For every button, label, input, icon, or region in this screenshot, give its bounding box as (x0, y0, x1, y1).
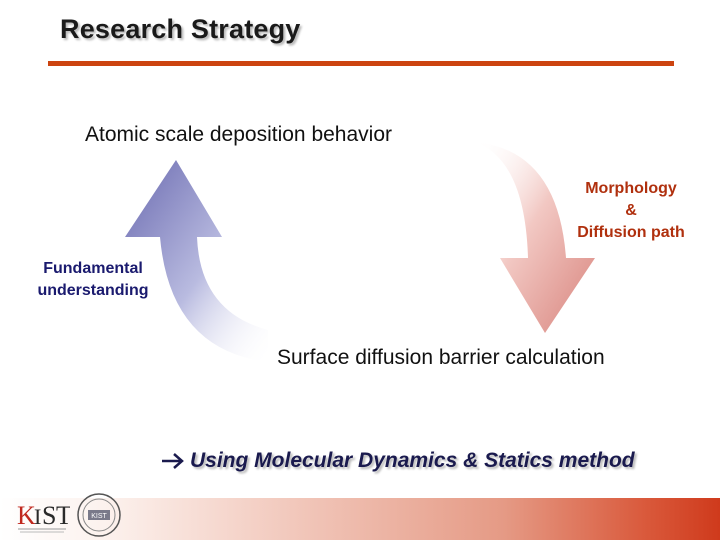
right-label-line-2: & (625, 202, 637, 219)
svg-text:S: S (42, 501, 56, 530)
left-label-line-1: Fundamental (43, 260, 143, 277)
curved-down-arrow-icon (475, 142, 595, 333)
slide-title: Research Strategy (60, 14, 301, 44)
svg-text:K: K (17, 501, 36, 530)
seal-logo: KIST (77, 493, 121, 537)
right-label-line-3: Diffusion path (577, 224, 685, 241)
right-arrow-icon (160, 451, 186, 471)
svg-text:I: I (34, 504, 41, 529)
bottom-heading: Surface diffusion barrier calculation (277, 346, 605, 369)
svg-text:T: T (56, 501, 70, 530)
method-line: Using Molecular Dynamics & Statics metho… (160, 449, 635, 473)
left-label-line-2: understanding (37, 282, 149, 299)
top-heading: Atomic scale deposition behavior (85, 123, 393, 146)
method-text: Using Molecular Dynamics & Statics metho… (190, 449, 635, 472)
left-label: Fundamental understanding (18, 258, 168, 302)
right-label: Morphology & Diffusion path (558, 178, 704, 244)
title-underline (48, 61, 674, 66)
svg-text:KIST: KIST (91, 513, 107, 520)
right-label-line-1: Morphology (585, 180, 677, 197)
curved-up-arrow-icon (125, 160, 268, 362)
kist-logo: K I S T (17, 501, 70, 533)
